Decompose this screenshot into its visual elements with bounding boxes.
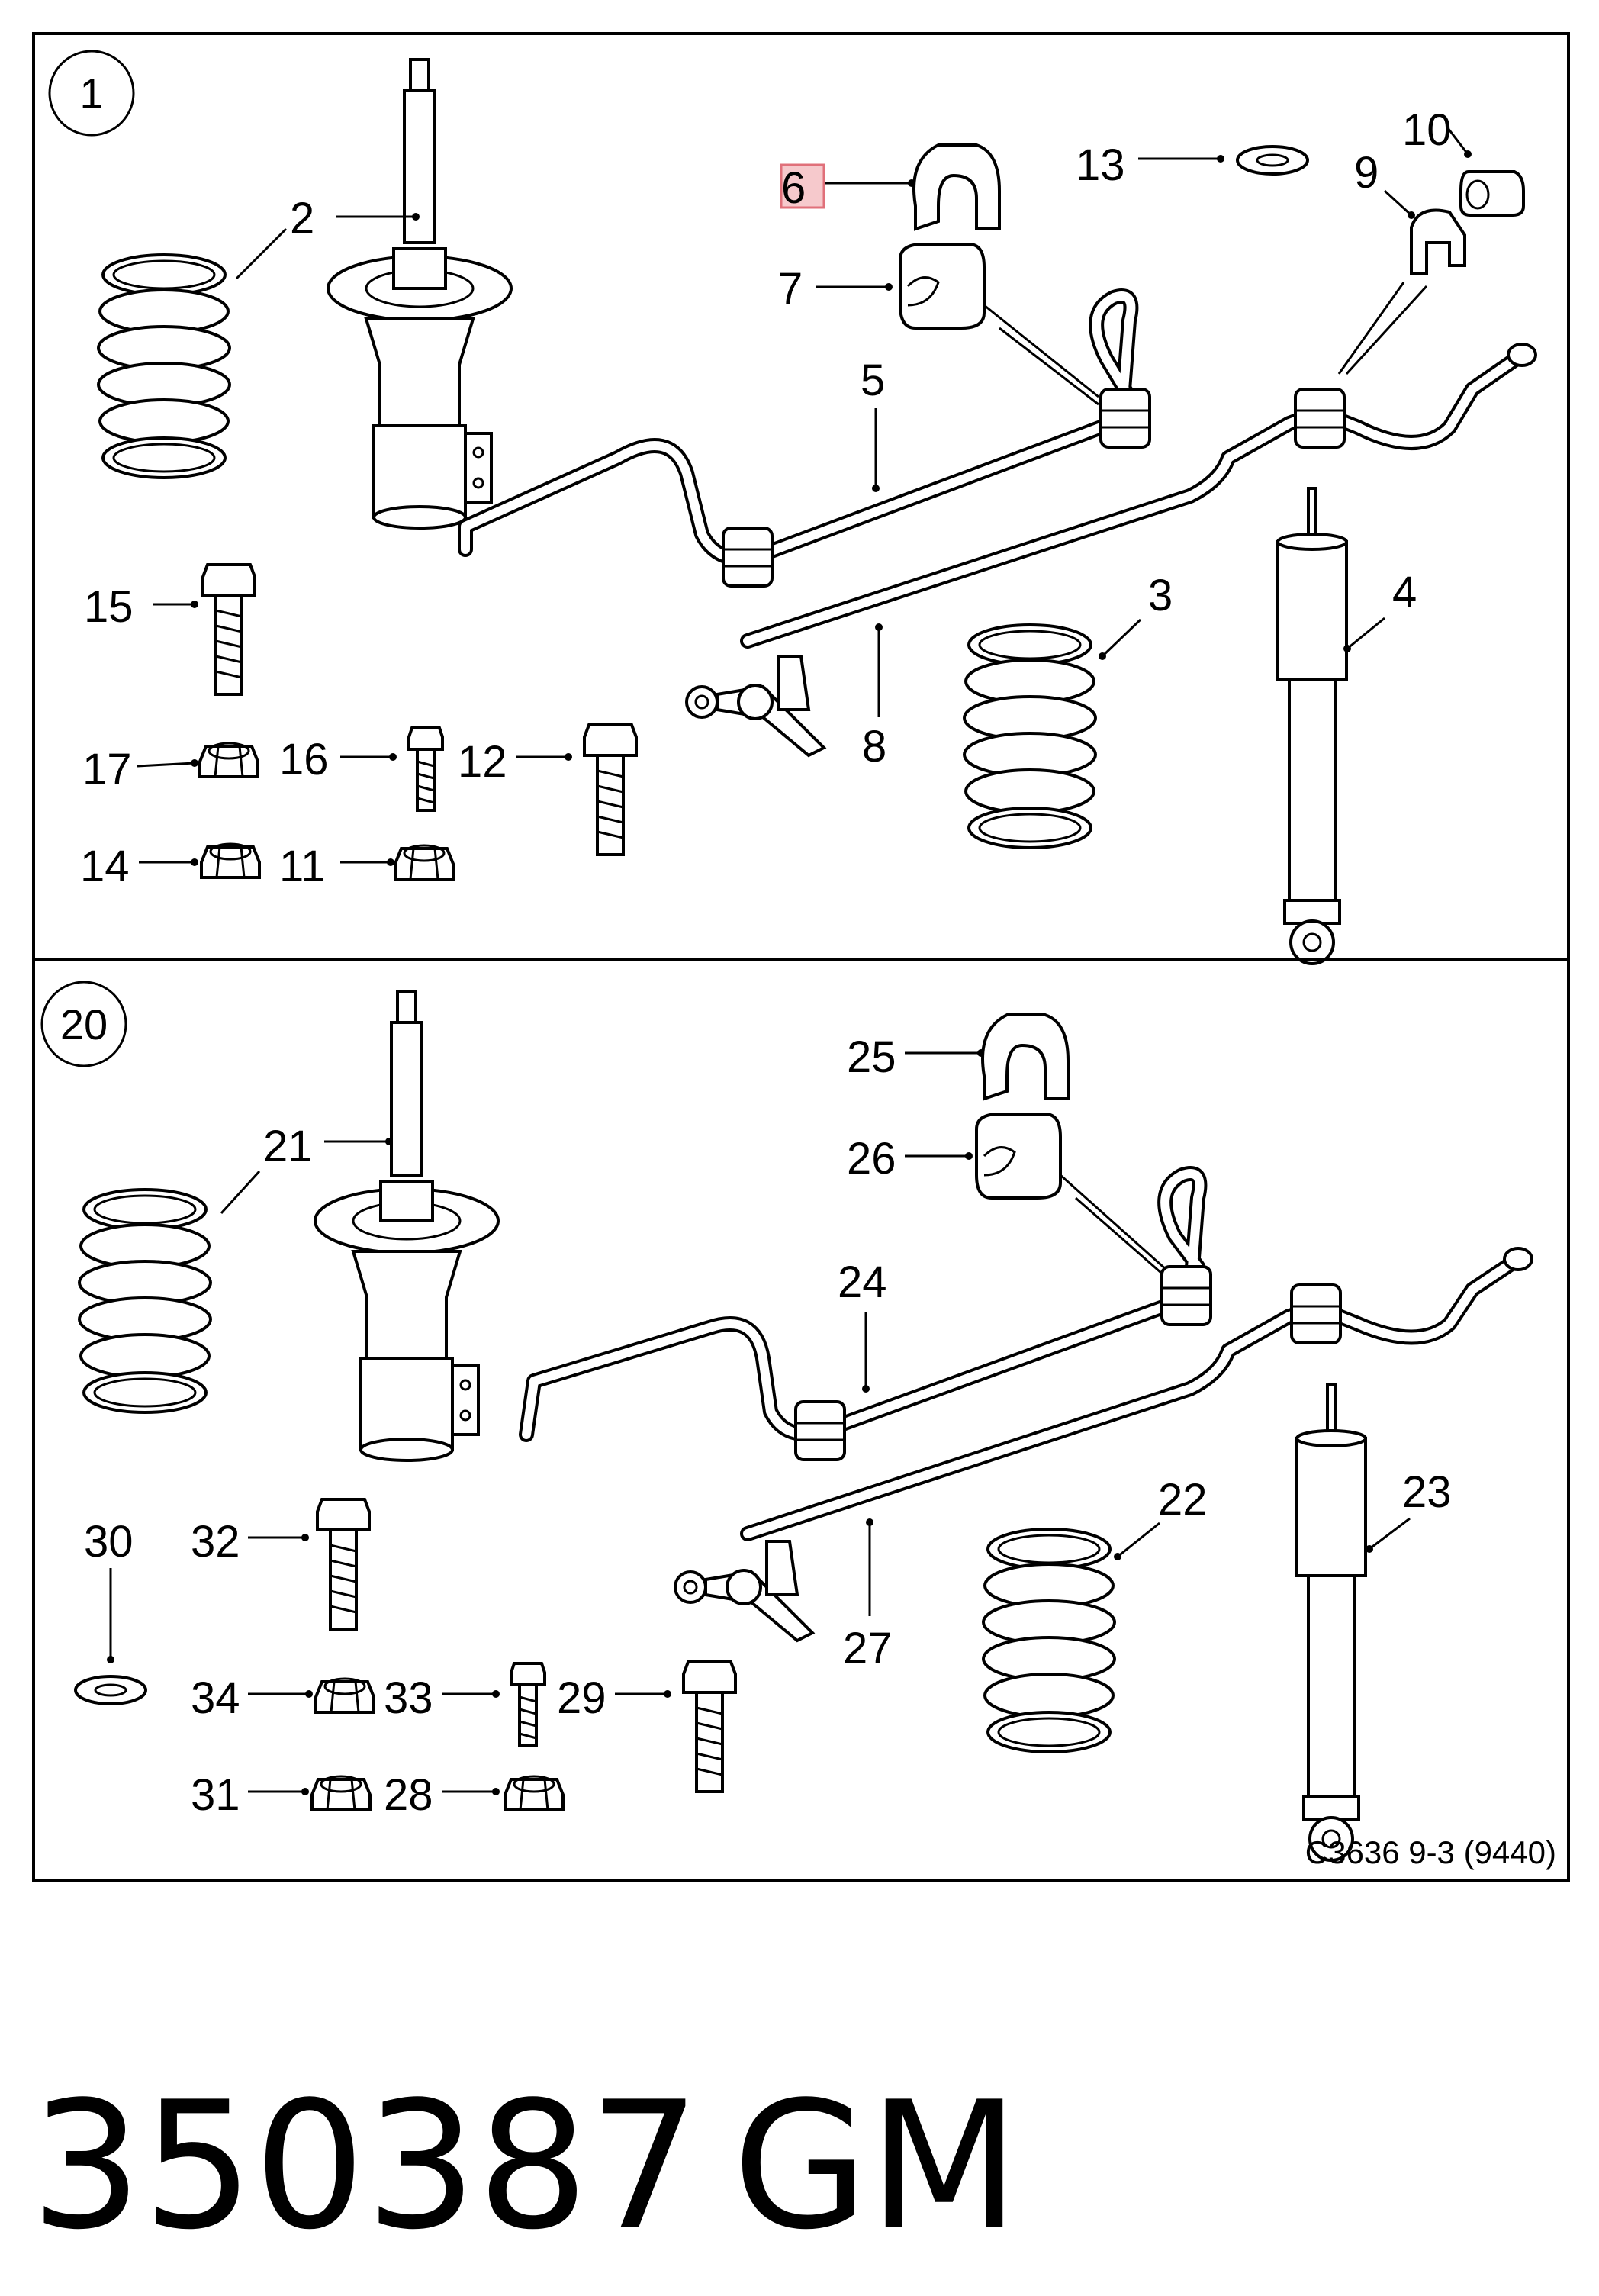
rear-shock-absorber <box>1276 487 1348 965</box>
callout-11: 11 <box>279 842 325 891</box>
callout-24: 24 <box>838 1257 887 1307</box>
bolt-33 <box>510 1662 546 1747</box>
callout-25: 25 <box>847 1032 896 1082</box>
stabilizer-bar-rear-27 <box>674 1247 1533 1642</box>
stabilizer-bar-front <box>458 288 1151 588</box>
section-badge-bottom: 20 <box>40 981 127 1067</box>
rear-coil-spring-22 <box>982 1528 1116 1753</box>
callout-30: 30 <box>84 1517 134 1567</box>
svg-text:1: 1 <box>79 69 103 118</box>
section-frame-bottom <box>32 958 1570 1882</box>
callout-17: 17 <box>82 745 132 794</box>
washer-30 <box>74 1675 147 1705</box>
brand-name: GM <box>732 2065 1020 2269</box>
callout-28: 28 <box>384 1770 433 1820</box>
svg-text:20: 20 <box>60 1000 108 1048</box>
nut-17 <box>198 742 259 778</box>
diagram-reference-code: C3636 9-3 (9440) <box>1305 1834 1556 1870</box>
callout-27: 27 <box>843 1624 893 1673</box>
callout-14: 14 <box>80 842 130 891</box>
callout-31: 31 <box>191 1770 240 1820</box>
bolt-15 <box>201 563 256 696</box>
front-coil-spring-21 <box>78 1188 212 1414</box>
callout-2: 2 <box>290 194 314 243</box>
front-strut-21 <box>314 990 500 1462</box>
bolt-16 <box>407 726 444 812</box>
stabilizer-bushing <box>899 243 986 330</box>
callout-29: 29 <box>557 1673 606 1723</box>
front-coil-spring <box>97 253 231 479</box>
callout-7: 7 <box>778 264 803 314</box>
callout-6-highlight <box>780 163 825 209</box>
stabilizer-bar-front-24 <box>519 1166 1212 1461</box>
bolt-12 <box>583 723 638 856</box>
stabilizer-bracket <box>912 143 1001 230</box>
callout-9: 9 <box>1354 148 1379 198</box>
callout-16: 16 <box>279 735 329 784</box>
nut-14 <box>200 842 261 879</box>
callout-4: 4 <box>1392 568 1417 617</box>
stabilizer-bracket-25 <box>981 1013 1070 1100</box>
end-cap-10 <box>1459 170 1525 217</box>
rear-shock-absorber-23 <box>1295 1383 1367 1862</box>
callout-6: 6 <box>781 163 806 213</box>
nut-34 <box>314 1677 375 1714</box>
callout-10: 10 <box>1402 105 1452 155</box>
bolt-29 <box>682 1660 737 1793</box>
bracket-9 <box>1410 208 1466 275</box>
section-badge-top: 1 <box>48 50 135 137</box>
callout-8: 8 <box>862 722 886 771</box>
callout-3: 3 <box>1148 571 1173 620</box>
callout-26: 26 <box>847 1134 896 1183</box>
stabilizer-bar-rear <box>685 343 1537 757</box>
callout-23: 23 <box>1402 1467 1452 1517</box>
nut-28 <box>504 1775 565 1811</box>
washer-13 <box>1236 145 1309 176</box>
bolt-32 <box>316 1498 371 1631</box>
part-number: 350387 <box>31 2065 700 2269</box>
callout-34: 34 <box>191 1673 240 1723</box>
rear-coil-spring <box>963 623 1097 849</box>
callout-12: 12 <box>458 737 507 787</box>
stabilizer-bushing-26 <box>975 1113 1062 1200</box>
callout-33: 33 <box>384 1673 433 1723</box>
nut-11 <box>394 844 455 881</box>
callout-22: 22 <box>1158 1475 1208 1525</box>
callout-32: 32 <box>191 1517 240 1567</box>
callout-21: 21 <box>263 1122 313 1171</box>
callout-5: 5 <box>861 356 885 405</box>
callout-15: 15 <box>84 582 134 632</box>
nut-31 <box>310 1775 372 1811</box>
front-strut <box>327 58 513 530</box>
callout-13: 13 <box>1076 140 1125 190</box>
